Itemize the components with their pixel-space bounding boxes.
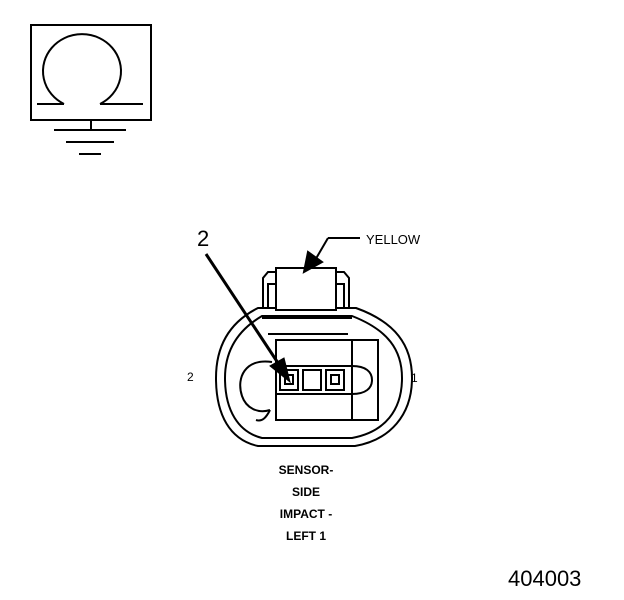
connector-name: SENSOR- SIDE IMPACT - LEFT 1 [246, 459, 366, 547]
terminal-cavity-2 [279, 369, 299, 391]
terminal-cavity-middle [302, 369, 322, 391]
connector-drawing [214, 267, 414, 447]
connector-name-line: SIDE [291, 485, 320, 499]
figure-id: 404003 [508, 566, 582, 591]
ohmmeter-ground-icon [30, 24, 152, 155]
pin-label-2: 2 [187, 370, 194, 384]
terminal-cavity-1 [325, 369, 345, 391]
connector-name-line: SENSOR- [278, 463, 334, 477]
terminal-block [275, 339, 379, 421]
callout-arrow [204, 253, 291, 384]
callout-number: 2 [197, 226, 210, 251]
locking-tab [262, 267, 350, 311]
wire-color-label: YELLOW [366, 232, 421, 247]
pin-label-1: 1 [411, 371, 418, 385]
wire-color-leader [302, 237, 360, 274]
connector-outer-shell [214, 307, 414, 447]
connector-inner-shell [223, 315, 404, 439]
connector-name-line: LEFT 1 [285, 529, 326, 543]
connector-key [239, 360, 273, 413]
connector-name-line: IMPACT - [279, 507, 333, 521]
